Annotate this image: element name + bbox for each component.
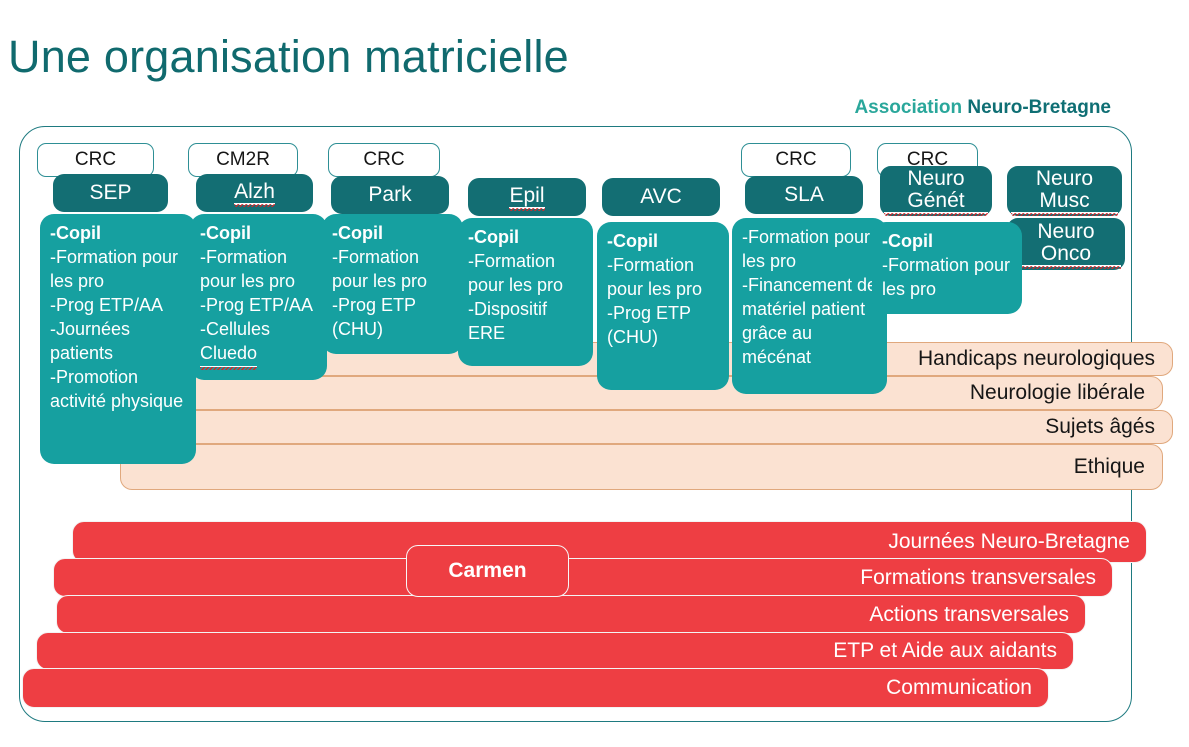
column-card-alzh[interactable]: -Copil -Formation pour les pro -Prog ETP… [190, 214, 327, 380]
carmen-box[interactable]: Carmen [406, 545, 569, 597]
column-header-label: AVC [640, 184, 682, 208]
unit-header-neuro-onco[interactable]: Neuro Onco [1007, 218, 1125, 270]
column-card-sep[interactable]: -Copil -Formation pour les pro -Prog ETP… [40, 214, 196, 464]
column-tag-cm2r-alzh[interactable]: CM2R [188, 143, 298, 177]
column-header-alzh[interactable]: Alzh [196, 174, 313, 212]
unit-header-neuro-musc[interactable]: Neuro Musc [1007, 166, 1122, 216]
column-header-avc[interactable]: AVC [602, 178, 720, 216]
column-header-label: Alzh [234, 180, 275, 208]
column-card-park[interactable]: -Copil -Formation pour les pro -Prog ETP… [322, 214, 463, 354]
column-header-park[interactable]: Park [331, 176, 449, 214]
card-item: -Formation pour les pro [607, 254, 703, 299]
card-item: -Promotion activité physique [50, 366, 184, 411]
column-tag-crc-sep[interactable]: CRC [37, 143, 154, 177]
transversal-action-bar[interactable]: Communication [22, 668, 1049, 708]
card-item: -Prog ETP (CHU) [607, 302, 691, 347]
card-item: -Formation pour les pro [882, 254, 1011, 299]
transversal-action-label: Journées Neuro-Bretagne [888, 530, 1130, 553]
subtitle-prefix: Association [854, 97, 968, 118]
column-header-label: Epil [509, 184, 545, 212]
transversal-theme-label: Handicaps neurologiques [918, 347, 1155, 370]
column-header-label: Neuro Génét [884, 167, 988, 216]
transversal-theme-bar[interactable]: Sujets âgés [148, 410, 1173, 444]
card-item: -Financement de matériel patient grâce a… [742, 274, 878, 367]
card-item: -Formation pour les pro [332, 246, 428, 291]
transversal-action-bar[interactable]: Actions transversales [56, 595, 1086, 634]
column-card-epil[interactable]: -Copil -Formation pour les pro -Disposit… [458, 218, 593, 366]
card-item: -Formation pour les pro [200, 246, 296, 291]
unit-header-label: Neuro Musc [1011, 167, 1118, 216]
column-header-label: SLA [784, 182, 824, 206]
unit-header-label: Neuro Onco [1011, 220, 1121, 269]
card-item: -Prog ETP/AA [50, 294, 164, 315]
card-item: -Copil [882, 231, 933, 251]
subtitle: Association Neuro-Bretagne [854, 97, 1111, 119]
card-item: -Copil [607, 231, 658, 251]
column-tag-label: CRC [775, 149, 817, 170]
transversal-theme-bar[interactable]: Ethique [120, 444, 1163, 490]
column-header-epil[interactable]: Epil [468, 178, 586, 216]
card-item: -Prog ETP (CHU) [332, 294, 416, 339]
card-item: -Copil [332, 223, 383, 243]
card-item: -Copil [200, 223, 251, 243]
column-header-label: Park [368, 182, 412, 206]
column-tag-label: CRC [363, 149, 405, 170]
transversal-action-label: Formations transversales [860, 565, 1096, 589]
column-tag-crc-sla[interactable]: CRC [741, 143, 851, 177]
column-tag-label: CRC [906, 149, 949, 170]
card-item: -Formation pour les pro [468, 250, 564, 295]
column-card-sla[interactable]: -Formation pour les pro -Financement de … [732, 218, 887, 394]
card-item-misspelled: Cluedo [200, 342, 258, 370]
column-card-neuro-genet[interactable]: -Copil -Formation pour les pro [872, 222, 1022, 314]
transversal-action-label: ETP et Aide aux aidants [833, 639, 1057, 662]
card-item: -Dispositif ERE [468, 298, 548, 343]
card-item: -Copil [50, 223, 101, 243]
card-item: -Journées patients [50, 318, 131, 363]
page-title: Une organisation matricielle [8, 31, 569, 82]
subtitle-brand: Neuro-Bretagne [967, 97, 1111, 118]
column-tag-crc-park[interactable]: CRC [328, 143, 440, 177]
card-item: -Cellules Cluedo [200, 318, 318, 370]
carmen-label: Carmen [448, 559, 527, 582]
column-card-avc[interactable]: -Copil -Formation pour les pro -Prog ETP… [597, 222, 729, 390]
column-header-label: SEP [89, 180, 132, 204]
column-header-sep[interactable]: SEP [53, 174, 168, 212]
transversal-action-label: Communication [886, 676, 1032, 699]
card-item: -Prog ETP/AA [200, 294, 314, 315]
transversal-action-bar[interactable]: Journées Neuro-Bretagne [72, 521, 1147, 563]
transversal-theme-label: Ethique [1073, 455, 1145, 478]
card-item: -Formation pour les pro [50, 246, 179, 291]
transversal-theme-label: Neurologie libérale [969, 381, 1145, 404]
column-tag-label: CRC [74, 149, 117, 170]
transversal-action-label: Actions transversales [869, 602, 1069, 626]
column-header-sla[interactable]: SLA [745, 176, 863, 214]
transversal-action-bar[interactable]: Formations transversales [53, 558, 1113, 597]
column-tag-label: CM2R [216, 149, 270, 170]
transversal-theme-label: Sujets âgés [1045, 415, 1155, 438]
card-item: -Formation pour les pro [742, 227, 871, 271]
transversal-action-bar[interactable]: ETP et Aide aux aidants [36, 632, 1074, 670]
card-item: -Copil [468, 227, 519, 247]
column-header-neuro-genet[interactable]: Neuro Génét [880, 166, 992, 216]
